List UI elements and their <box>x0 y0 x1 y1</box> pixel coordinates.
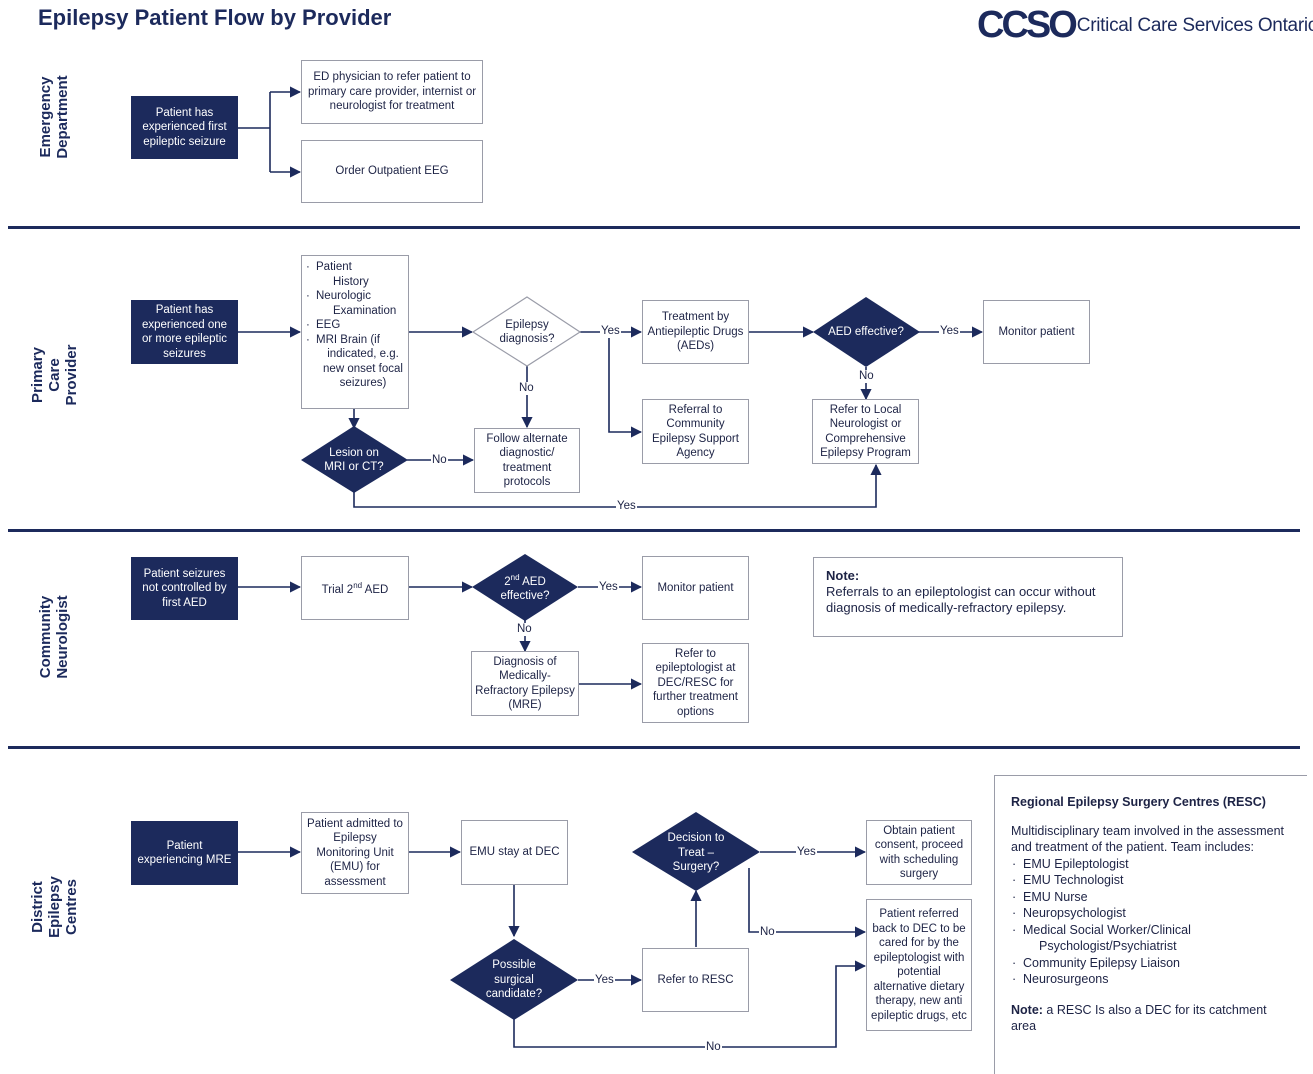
pcp-start-node: Patient has experienced one or more epil… <box>131 300 238 364</box>
page-title: Epilepsy Patient Flow by Provider <box>38 5 392 30</box>
dec-emu-node: EMU stay at DEC <box>461 820 568 885</box>
cn-note-box: Note: Referrals to an epileptologist can… <box>813 557 1123 637</box>
ed-eeg-node: Order Outpatient EEG <box>301 140 483 203</box>
decision-lesion <box>301 426 408 493</box>
label-no: No <box>759 926 776 939</box>
checklist-item: EEG <box>304 318 406 333</box>
pcp-community-referral-node: Referral to Community Epilepsy Support A… <box>642 399 749 464</box>
label-yes: Yes <box>616 500 637 513</box>
resc-info-panel: Regional Epilepsy Surgery Centres (RESC)… <box>994 775 1307 1074</box>
label-yes: Yes <box>594 974 615 987</box>
decision-aed-effective <box>813 297 920 367</box>
ed-refer-node: ED physician to refer patient to primary… <box>301 60 483 124</box>
pcp-lesion-text: Lesion on MRI or CT? <box>324 446 384 474</box>
resc-team-item: Neurosurgeons <box>1011 971 1295 988</box>
resc-intro: Multidisciplinary team involved in the a… <box>1011 823 1285 855</box>
pcp-refer-local-node: Refer to Local Neurologist or Comprehens… <box>812 399 919 464</box>
dec-decision-text: Decision to Treat – Surgery? <box>667 832 725 874</box>
lane-divider <box>8 226 1300 229</box>
dec-consent-node: Obtain patient consent, proceed with sch… <box>866 820 972 885</box>
lane-divider <box>8 529 1300 532</box>
pcp-aed-effective-text: AED effective? <box>828 325 904 338</box>
note-body: Referrals to an epileptologist can occur… <box>826 584 1096 615</box>
cn-monitor-node: Monitor patient <box>642 556 749 620</box>
cn-mre-node: Diagnosis of Medically-Refractory Epilep… <box>471 651 579 716</box>
decision-surgery <box>632 812 760 891</box>
ed-start-node: Patient has experienced first epileptic … <box>131 96 238 159</box>
dec-candidate-text: Possible surgical candidate? <box>485 959 543 1001</box>
decision-second-aed <box>472 554 578 621</box>
logo-mark: CCSO <box>977 4 1078 46</box>
pcp-monitor-node: Monitor patient <box>983 300 1090 364</box>
label-yes: Yes <box>939 325 960 338</box>
cn-trial-node: Trial 2nd AED <box>301 556 409 620</box>
pcp-alternate-node: Follow alternate diagnostic/ treatment p… <box>474 428 580 493</box>
label-yes: Yes <box>600 325 621 338</box>
label-no: No <box>431 454 448 467</box>
resc-team-list: EMU EpileptologistEMU TechnologistEMU Nu… <box>1011 856 1295 988</box>
logo-org-name: Critical Care Services Ontario <box>1076 14 1313 36</box>
lane-divider <box>8 746 1300 749</box>
label-no: No <box>518 382 535 395</box>
label-yes: Yes <box>796 846 817 859</box>
resc-note: Note: a RESC Is also a DEC for its catch… <box>1011 1002 1267 1034</box>
decision-epilepsy-diagnosis <box>471 296 582 367</box>
resc-team-item: EMU Epileptologist <box>1011 856 1295 873</box>
cn-refer-node: Refer to epileptologist at DEC/RESC for … <box>642 643 749 723</box>
cn-second-aed-text: 2nd AED effective? <box>500 572 550 602</box>
dec-referred-back-node: Patient referred back to DEC to be cared… <box>866 899 972 1031</box>
label-no: No <box>705 1041 722 1054</box>
resc-team-item: Neuropsychologist <box>1011 905 1295 922</box>
note-title: Note: <box>826 568 860 583</box>
dec-refer-resc-node: Refer to RESC <box>642 948 749 1012</box>
dec-start-node: Patient experiencing MRE <box>131 821 238 885</box>
cn-start-node: Patient seizures not controlled by first… <box>131 557 238 620</box>
label-no: No <box>858 370 875 383</box>
pcp-diagnosis-text: Epilepsy diagnosis? <box>499 318 555 346</box>
pcp-treatment-node: Treatment by Antiepileptic Drugs (AEDs) <box>642 300 749 364</box>
dec-admitted-node: Patient admitted to Epilepsy Monitoring … <box>301 812 409 894</box>
resc-team-item: EMU Nurse <box>1011 889 1295 906</box>
label-yes: Yes <box>598 581 619 594</box>
label-no: No <box>516 623 533 636</box>
resc-team-item: EMU Technologist <box>1011 872 1295 889</box>
decision-surgical-candidate <box>450 939 578 1020</box>
resc-title: Regional Epilepsy Surgery Centres (RESC) <box>1011 795 1266 809</box>
resc-team-item: Medical Social Worker/ClinicalPsychologi… <box>1011 922 1295 955</box>
resc-team-item: Community Epilepsy Liaison <box>1011 955 1295 972</box>
